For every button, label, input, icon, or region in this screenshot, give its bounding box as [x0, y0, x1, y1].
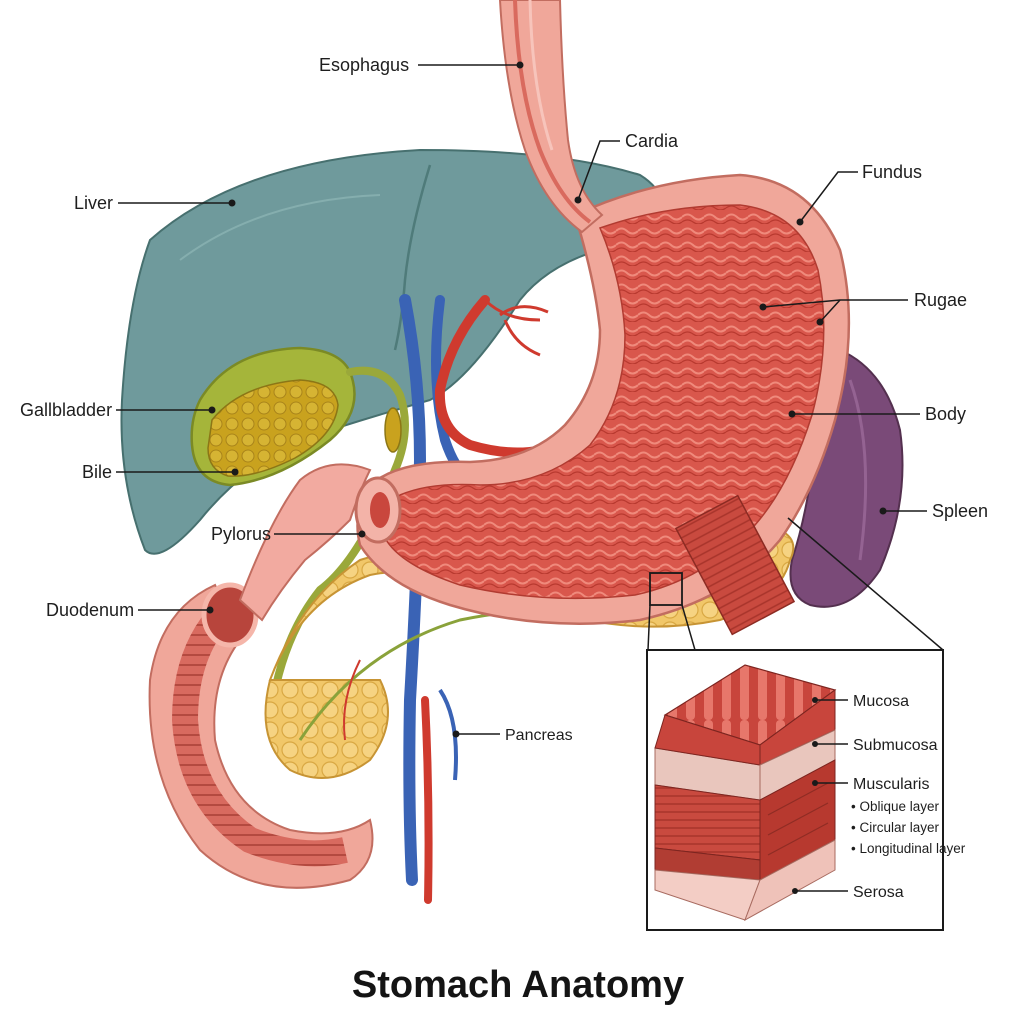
esophagus-shape	[498, 0, 604, 234]
organ-labels: Esophagus Cardia Fundus Liver Rugae Gall…	[20, 55, 988, 744]
label-liver: Liver	[74, 193, 113, 213]
label-gallbladder: Gallbladder	[20, 400, 112, 420]
label-circular-layer: • Circular layer	[851, 820, 939, 835]
label-duodenum: Duodenum	[46, 600, 134, 620]
bile-shape	[207, 379, 339, 477]
label-bile: Bile	[82, 462, 112, 482]
label-pancreas: Pancreas	[505, 727, 573, 744]
liver-ligament	[393, 164, 432, 351]
label-rugae: Rugae	[914, 290, 967, 310]
label-fundus: Fundus	[862, 162, 922, 182]
zoom-square	[649, 572, 683, 606]
stomach-rugae	[382, 204, 825, 600]
label-longitudinal-layer: • Longitudinal layer	[851, 841, 966, 856]
label-spleen: Spleen	[932, 501, 988, 521]
zoom-connector-diag	[787, 517, 944, 651]
wall-section-strip	[674, 494, 796, 636]
label-body: Body	[925, 404, 966, 424]
label-serosa: Serosa	[853, 884, 904, 901]
label-cardia: Cardia	[625, 131, 679, 151]
wall-layers-inset: Mucosa Submucosa Muscularis • Oblique la…	[646, 649, 966, 931]
page-title: Stomach Anatomy	[352, 964, 684, 1006]
label-esophagus: Esophagus	[319, 55, 409, 75]
label-mucosa: Mucosa	[853, 693, 909, 710]
label-muscularis: Muscularis	[853, 776, 929, 793]
label-submucosa: Submucosa	[853, 737, 938, 754]
label-oblique-layer: • Oblique layer	[851, 799, 940, 814]
label-pylorus: Pylorus	[211, 524, 271, 544]
leader-lines	[116, 61, 927, 738]
illustration	[120, 0, 904, 904]
zoom-connector-left	[647, 604, 651, 651]
